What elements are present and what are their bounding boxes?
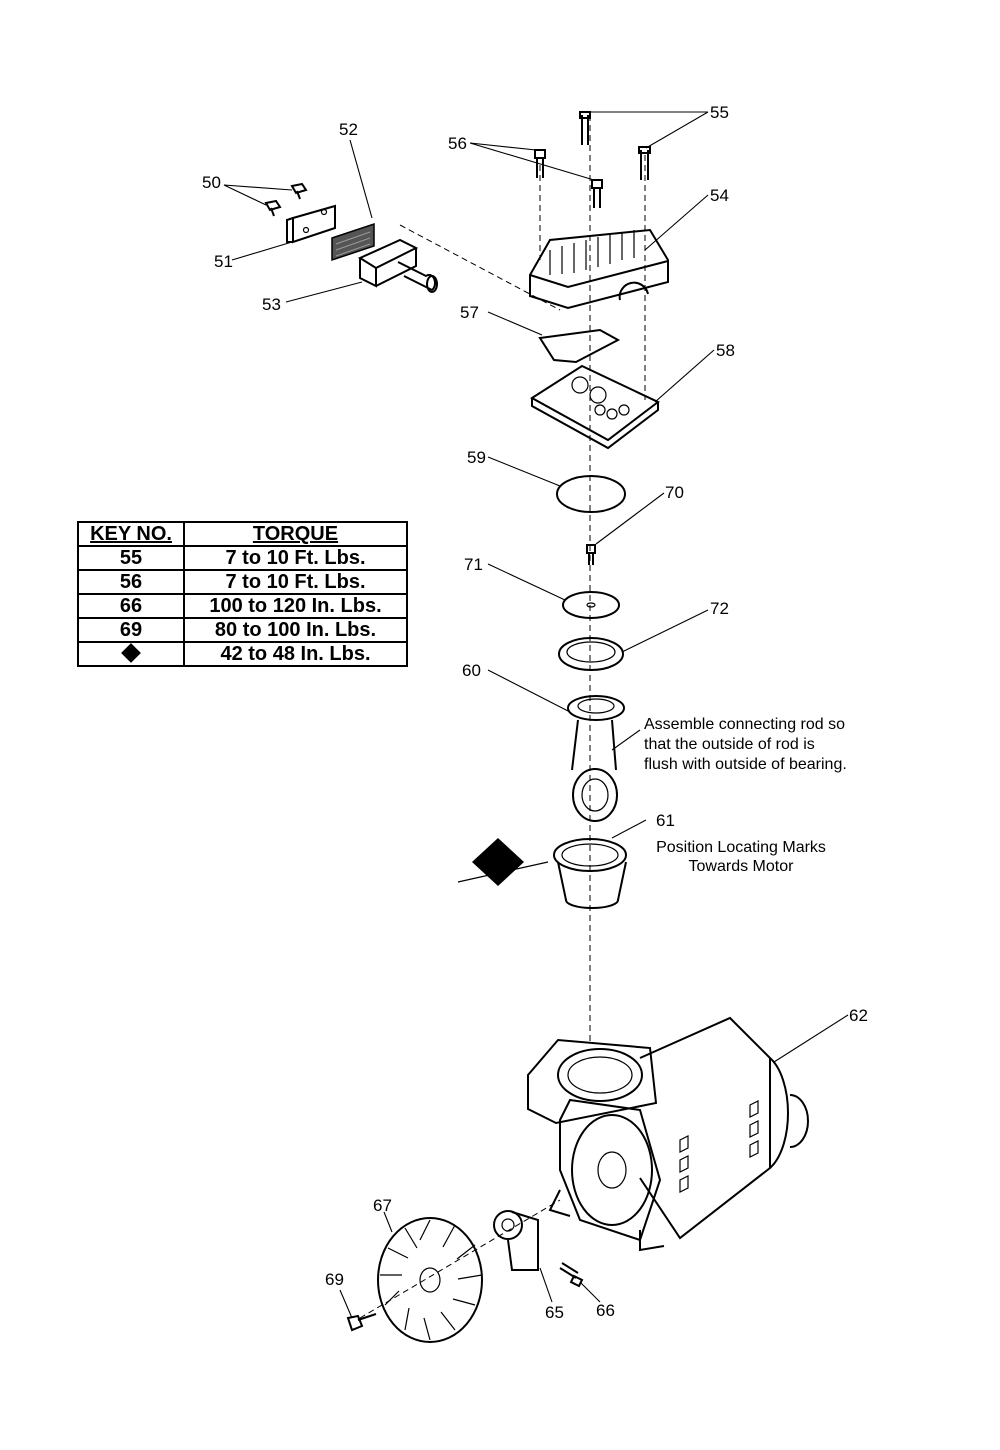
part-67-fan — [377, 1217, 483, 1343]
filter-axis-line — [399, 224, 561, 311]
part-69-screw — [346, 1313, 377, 1332]
part-label-55: 55 — [710, 103, 729, 122]
part-label-65: 65 — [545, 1303, 564, 1322]
part-label-66: 66 — [596, 1301, 615, 1320]
row-torque: 7 to 10 Ft. Lbs. — [183, 545, 408, 571]
part-62-motor — [527, 1016, 809, 1252]
diamond-leader — [457, 861, 549, 883]
part-label-50: 50 — [202, 173, 221, 192]
part-58-valve-plate — [530, 364, 660, 450]
part-57-gasket — [538, 328, 621, 364]
part-label-51: 51 — [214, 252, 233, 271]
row-key-diamond — [77, 641, 185, 667]
row-key: 69 — [77, 617, 185, 643]
part-53-intake-body — [357, 238, 438, 293]
leader-lines — [223, 111, 849, 1319]
part-label-53: 53 — [262, 295, 281, 314]
part-60-connecting-rod — [567, 695, 625, 822]
table-row: 55 7 to 10 Ft. Lbs. — [77, 545, 408, 571]
header-torque: TORQUE — [183, 521, 408, 547]
part-61-bearing — [553, 838, 627, 909]
row-key: 55 — [77, 545, 185, 571]
diamond-symbol-icon — [121, 643, 141, 663]
table-row: 66 100 to 120 In. Lbs. — [77, 593, 408, 619]
rod-note-line-3: flush with outside of bearing. — [644, 756, 847, 773]
part-71-retainer — [562, 591, 620, 619]
table-row: 69 80 to 100 In. Lbs. — [77, 617, 408, 643]
row-key: 56 — [77, 569, 185, 595]
part-70-screw — [586, 544, 596, 565]
fan-axis-line — [359, 1199, 561, 1319]
part-label-56: 56 — [448, 134, 467, 153]
torque-table-header: KEY NO. TORQUE — [77, 521, 408, 547]
row-torque: 42 to 48 In. Lbs. — [183, 641, 408, 667]
part-label-60: 60 — [462, 661, 481, 680]
header-key-no: KEY NO. — [77, 521, 185, 547]
row-key: 66 — [77, 593, 185, 619]
part-label-52: 52 — [339, 120, 358, 139]
rod-note-line-1: Assemble connecting rod so — [644, 716, 845, 733]
part-label-57: 57 — [460, 303, 479, 322]
part-label-67: 67 — [373, 1196, 392, 1215]
torque-table: KEY NO. TORQUE 55 7 to 10 Ft. Lbs. 56 7 … — [77, 521, 408, 667]
part-66-screw — [559, 1262, 584, 1288]
marks-note-line-2: Towards Motor — [689, 858, 795, 875]
part-label-69: 69 — [325, 1270, 344, 1289]
part-label-62: 62 — [849, 1006, 868, 1025]
part-55-56-bolts — [534, 111, 651, 208]
part-54-cylinder-head — [529, 228, 669, 310]
part-59-o-ring — [556, 475, 626, 513]
part-label-58: 58 — [716, 341, 735, 360]
marks-note-line-1: Position Locating Marks — [656, 839, 826, 856]
part-51-filter-cover — [286, 204, 336, 244]
table-row: 42 to 48 In. Lbs. — [77, 641, 408, 667]
part-label-59: 59 — [467, 448, 486, 467]
part-label-70: 70 — [665, 483, 684, 502]
row-torque: 7 to 10 Ft. Lbs. — [183, 569, 408, 595]
row-torque: 80 to 100 In. Lbs. — [183, 617, 408, 643]
part-label-54: 54 — [710, 186, 729, 205]
part-50-screws — [264, 182, 308, 217]
diamond-symbol-icon — [472, 838, 524, 886]
rod-note-line-2: that the outside of rod is — [644, 736, 815, 753]
part-65-eccentric — [493, 1210, 539, 1271]
part-label-61: 61 — [656, 811, 675, 830]
part-label-72: 72 — [710, 599, 729, 618]
part-72-ring — [558, 637, 624, 671]
table-row: 56 7 to 10 Ft. Lbs. — [77, 569, 408, 595]
part-52-filter-element — [331, 222, 375, 262]
row-torque: 100 to 120 In. Lbs. — [183, 593, 408, 619]
part-label-71: 71 — [464, 555, 483, 574]
